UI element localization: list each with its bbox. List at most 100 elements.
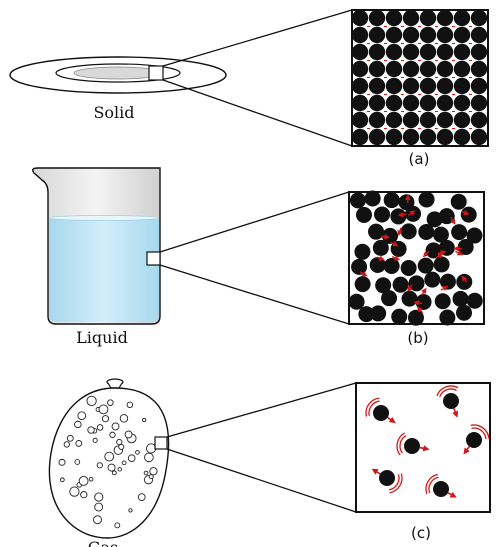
gas-bubble <box>116 438 123 446</box>
gas-particle <box>373 405 389 421</box>
motion-arrow <box>408 210 416 217</box>
motion-arrow <box>371 468 381 475</box>
gas-bubble <box>111 422 120 431</box>
gas-bubble <box>126 401 134 409</box>
gas-bubble <box>96 424 104 431</box>
liquid-particle <box>439 273 456 290</box>
liquid-particles <box>348 190 483 326</box>
liquid-particle <box>405 205 422 222</box>
caption-c: (c) <box>411 524 431 542</box>
solid-particle <box>419 26 437 44</box>
motion-arrow <box>419 445 430 452</box>
motion-arrow <box>397 211 407 218</box>
gas-bubble <box>63 441 70 448</box>
gas-particle <box>443 393 459 409</box>
motion-arrow <box>455 250 464 256</box>
motion-trail <box>388 474 400 491</box>
gas-bubble <box>144 452 154 463</box>
solid-particle <box>470 94 488 112</box>
gas-particles <box>365 385 490 498</box>
liquid-particle <box>417 257 434 274</box>
solid-particle <box>436 9 454 27</box>
solid-particle <box>351 60 369 78</box>
solid-particle <box>385 111 403 129</box>
gas-bubble <box>86 395 97 406</box>
solid-particle <box>385 60 403 78</box>
gas-bubble <box>101 415 110 423</box>
liquid-particle <box>451 224 468 241</box>
solid-particle <box>351 94 369 112</box>
gas-bubble <box>98 404 109 415</box>
solid-particle <box>453 94 471 112</box>
solid-particle <box>351 77 369 95</box>
gas-bubble <box>66 434 74 442</box>
liquid-particle <box>370 305 387 322</box>
liquid-zoom-box <box>348 190 485 326</box>
caption-a: (a) <box>409 150 430 168</box>
liquid-particle <box>391 308 408 325</box>
liquid-particle <box>354 243 371 260</box>
solid-particle <box>368 43 386 61</box>
motion-arrow <box>397 227 403 237</box>
caption-b: (b) <box>407 329 428 347</box>
gas-bubble <box>148 474 154 480</box>
solid-particle <box>436 60 454 78</box>
gas-bubble <box>104 451 115 462</box>
solid-particle <box>368 60 386 78</box>
liquid-particle <box>456 273 473 290</box>
motion-arrow <box>440 285 449 292</box>
solid-particle <box>453 111 471 129</box>
gas-bubble <box>111 470 117 476</box>
motion-trail <box>439 388 457 398</box>
motion-arrow <box>422 250 430 258</box>
gas-bubble <box>128 508 133 513</box>
gas-bubble <box>137 493 146 502</box>
motion-arrow <box>416 306 424 314</box>
solid-particle <box>453 9 471 27</box>
solid-particle <box>402 60 420 78</box>
motion-arrow <box>461 210 470 216</box>
liquid-particle <box>415 293 432 310</box>
solid-particles <box>351 9 488 146</box>
solid-particle <box>351 111 369 129</box>
gas-bubbles <box>58 395 158 529</box>
gas-bubble <box>80 491 88 499</box>
solid-dish <box>9 56 227 94</box>
gas-bubble <box>69 486 80 497</box>
solid-zoom-box <box>351 9 489 147</box>
motion-arrow <box>376 255 385 261</box>
gas-bubble <box>143 470 149 476</box>
gas-bubble <box>75 440 83 447</box>
gas-bubble <box>117 467 122 472</box>
gas-bubble <box>74 420 82 429</box>
liquid-particle <box>424 271 441 288</box>
gas-particle <box>433 481 449 497</box>
liquid-particle <box>351 258 368 275</box>
liquid-label: Liquid <box>76 328 128 347</box>
solid-particle <box>470 111 488 129</box>
solid-particle <box>385 77 403 95</box>
liquid-particle <box>407 309 424 326</box>
solid-particle <box>453 128 471 146</box>
solid-particle <box>402 111 420 129</box>
liquid-particle <box>439 309 456 326</box>
solid-particle <box>419 60 437 78</box>
motion-trail <box>471 427 487 440</box>
solid-particle <box>470 128 488 146</box>
solid-particle <box>385 94 403 112</box>
solid-particle <box>368 128 386 146</box>
liquid-particle <box>364 190 381 207</box>
gas-bubble <box>107 399 114 406</box>
liquid-particle <box>432 226 449 243</box>
liquid-particle <box>438 208 455 225</box>
gas-bubble <box>149 467 158 476</box>
gas-bubble <box>96 462 103 469</box>
liquid-particle <box>466 227 483 244</box>
motion-trail <box>396 432 406 456</box>
solid-particle <box>453 43 471 61</box>
solid-particle <box>419 94 437 112</box>
solid-particle <box>419 128 437 146</box>
liquid-particle <box>426 211 443 228</box>
motion-arrow <box>461 275 468 283</box>
